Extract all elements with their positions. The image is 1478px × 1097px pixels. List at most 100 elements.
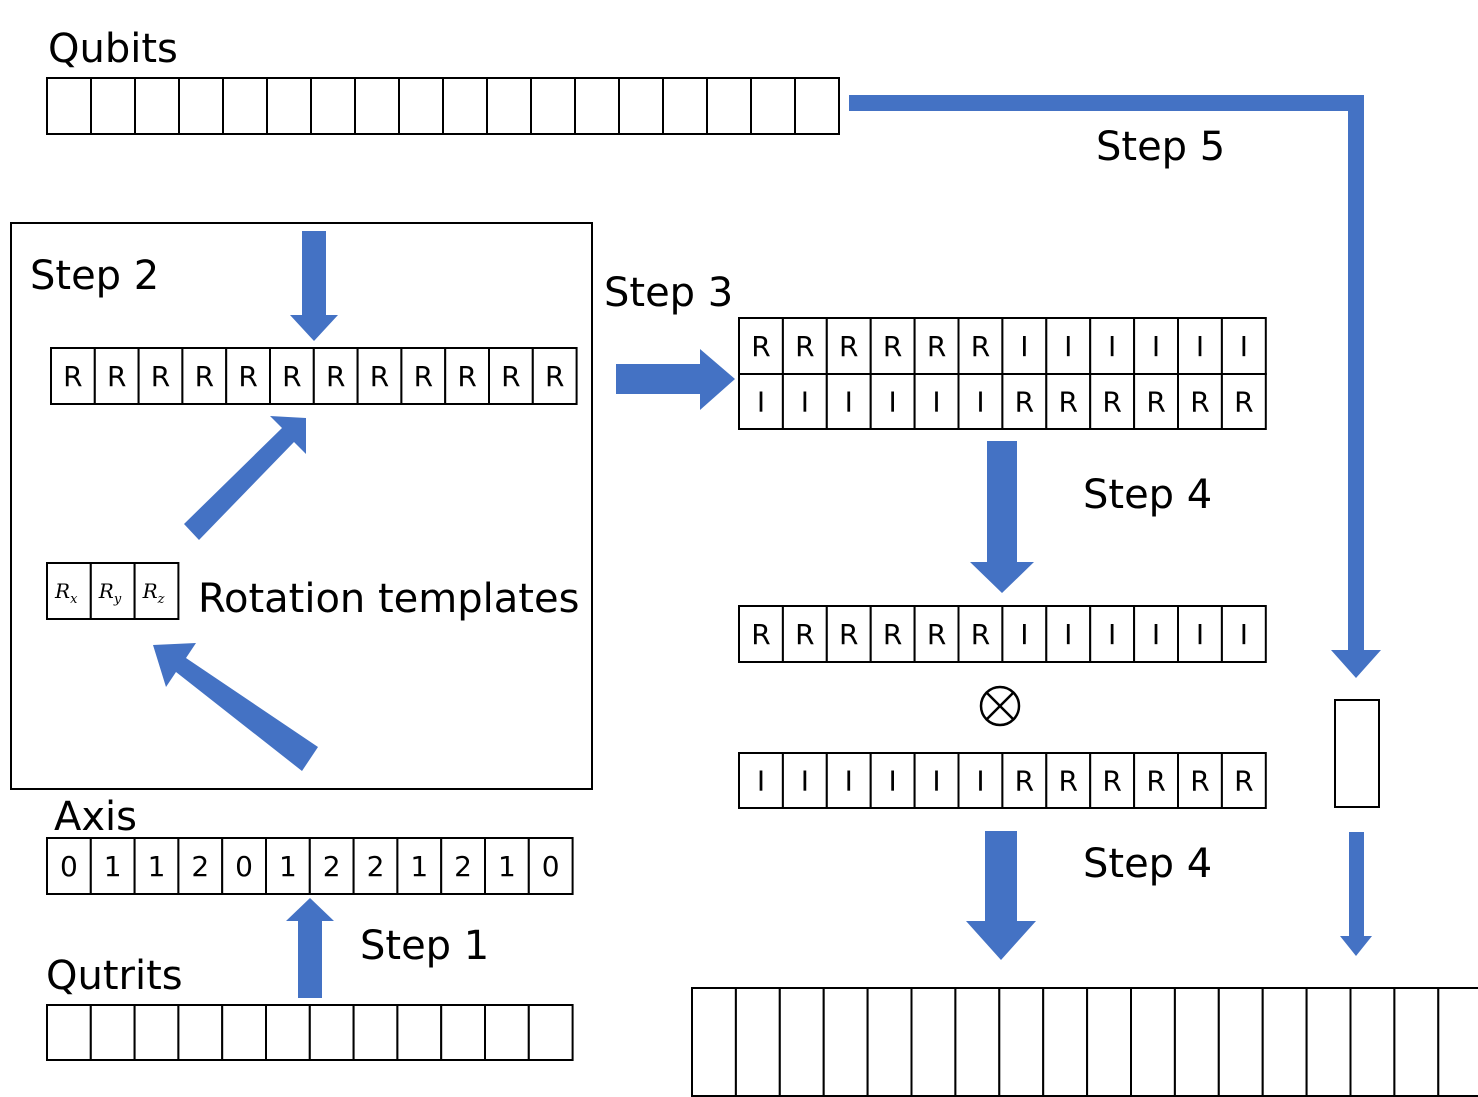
step4-bottom-row-cell-label: R <box>1234 765 1253 798</box>
qutrits-row-cell <box>46 1004 92 1061</box>
arrow-axis-to-templates <box>153 643 318 771</box>
ancilla-box <box>1334 699 1380 808</box>
step3-bottom-row-cell-label: I <box>976 386 984 419</box>
output-row-cell <box>1173 987 1220 1097</box>
output-row-cell <box>1349 987 1396 1097</box>
step2-row-cell <box>312 347 359 405</box>
qubits-row-cell <box>486 77 532 135</box>
step2-row-cell-label: R <box>326 360 345 393</box>
qubits-row-cell <box>662 77 708 135</box>
qubits-row-cell <box>134 77 180 135</box>
step4-top-row-cell-label: I <box>1020 618 1028 651</box>
step4-bottom-row-cell-label: R <box>1015 765 1034 798</box>
step3-bottom-row-cell-label: R <box>1059 386 1078 419</box>
step3-bottom-row-cell <box>781 373 828 430</box>
label-step4-upper: Step 4 <box>1083 472 1212 518</box>
qutrits-row-cell <box>89 1004 136 1061</box>
label-rotation-templates: Rotation templates <box>198 576 579 622</box>
step3-top-row-cell-label: I <box>1020 330 1028 363</box>
axis-row-cell-label: 2 <box>454 850 472 883</box>
qubits-row-cell <box>90 77 136 135</box>
qutrits-row-cell <box>308 1004 355 1061</box>
step3-top-row-cell-label: R <box>795 330 814 363</box>
rotation-template-label: Rz <box>142 579 165 607</box>
step3-top-row-cell-label: I <box>1064 330 1072 363</box>
step3-bottom-row-cell-label: I <box>845 386 853 419</box>
axis-row-cell-label: 1 <box>410 850 428 883</box>
step4-bottom-row-cell <box>1001 752 1048 809</box>
qutrits-row-cell <box>527 1004 574 1061</box>
step2-row-cell <box>93 347 140 405</box>
output-row <box>691 987 1478 1097</box>
tensor-circle <box>979 685 1021 727</box>
axis-row-cell-label: 1 <box>498 850 516 883</box>
step2-row-cell <box>531 347 578 405</box>
step3-bottom-row-cell-label: I <box>801 386 809 419</box>
step4-bottom-row-cell <box>1133 752 1179 809</box>
output-row-cell <box>1042 987 1089 1097</box>
step3-bottom-row-cell-label: I <box>932 386 940 419</box>
step4-bottom-row-cell-label: I <box>801 765 809 798</box>
step4-top-row-cell-label: I <box>1108 618 1116 651</box>
step3-top-row-cell-label: R <box>883 330 902 363</box>
step4-bottom-row-cell <box>1177 752 1223 809</box>
step4-bottom-row-cell-label: I <box>757 765 765 798</box>
axis-row-cell <box>308 837 355 895</box>
step3-bottom-row-cell-label: R <box>1146 386 1165 419</box>
step3-top-row-cell-label: R <box>751 330 770 363</box>
qubits-row-cell <box>178 77 224 135</box>
qubits-row-cell <box>794 77 840 135</box>
step3-top-row-cell-label: R <box>927 330 946 363</box>
output-row-cell <box>734 987 781 1097</box>
step4-top-row-cell-label: I <box>1152 618 1160 651</box>
axis-row-cell <box>265 837 311 895</box>
axis-row-cell-label: 2 <box>323 850 341 883</box>
axis-row-cell <box>46 837 92 895</box>
step4-top-row-cell-label: R <box>883 618 902 651</box>
qubits-row-cell <box>354 77 400 135</box>
step3-bottom-row-cell-label: I <box>757 386 765 419</box>
step4-top-row-cell <box>957 605 1004 663</box>
axis-row-cell-label: 2 <box>367 850 385 883</box>
step4-bottom-row-cell <box>913 752 960 809</box>
step2-row-cell-label: R <box>63 360 82 393</box>
step4-bottom-row-cell <box>1220 752 1267 809</box>
rotation-template-cell <box>89 562 136 620</box>
axis-row-cell-label: 0 <box>235 850 253 883</box>
step2-row-cell-label: R <box>195 360 214 393</box>
step4-bottom-row-cell <box>825 752 872 809</box>
qutrits-row-cell <box>396 1004 443 1061</box>
step3-bottom-row-cell <box>1220 373 1267 430</box>
step4-bottom-row-cell <box>781 752 828 809</box>
rotation-template-cell <box>133 562 180 620</box>
label-qutrits: Qutrits <box>46 953 183 999</box>
qubits-row-cell <box>266 77 312 135</box>
arrow-step4-down-upper <box>970 441 1034 593</box>
axis-row-cell-label: 0 <box>60 850 78 883</box>
tensor-symbol: ⊗ <box>979 685 1021 727</box>
axis-row-cell-label: 1 <box>104 850 122 883</box>
label-step1: Step 1 <box>360 923 489 969</box>
step3-top-row-cell-label: I <box>1196 330 1204 363</box>
qubits-row-cell <box>574 77 620 135</box>
qubits-row-cell <box>398 77 444 135</box>
qutrits-row-cell <box>440 1004 487 1061</box>
step2-row-cell-label: R <box>238 360 257 393</box>
rotation-template-label: Ry <box>98 579 122 607</box>
step4-top-row-cell <box>1001 605 1048 663</box>
arrow-templates-to-row <box>184 416 306 540</box>
qutrits-row <box>46 1004 574 1061</box>
step4-top-row-cell <box>913 605 960 663</box>
step3-bottom-row-cell-label: R <box>1102 386 1121 419</box>
step4-bottom-row-cell-label: R <box>1190 765 1209 798</box>
axis-row-cell <box>89 837 136 895</box>
step3-top-row-cell <box>1045 317 1092 375</box>
step2-row-cell-label: R <box>282 360 301 393</box>
qutrits-row-cell <box>352 1004 399 1061</box>
step4-bottom-row-cell-label: R <box>1146 765 1165 798</box>
